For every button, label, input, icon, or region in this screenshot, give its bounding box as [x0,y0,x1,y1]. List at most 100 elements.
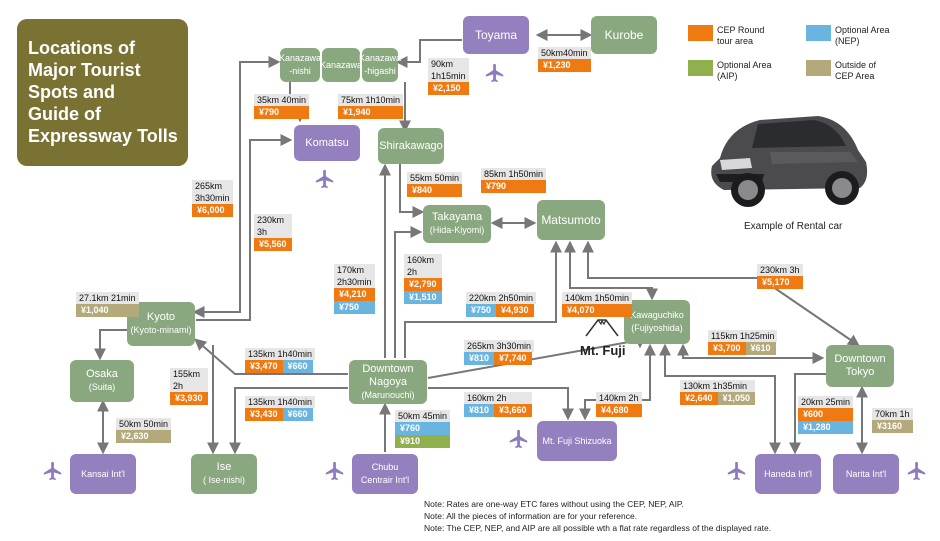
toll-fare-nep: ¥1,280 [798,421,854,434]
toll-fare-cep: ¥4,210 [334,288,375,301]
toll-distance-time: 50km 45min [395,410,451,422]
toll-fare-cep: ¥5,170 [757,276,803,289]
legend-label: CEP Area [835,71,875,81]
toll-distance-time: 230km 3h [757,264,803,276]
node-label: (Marunouchi) [361,389,415,400]
node-label: Kansai Int'l [81,468,125,479]
legend-label: (AIP) [717,71,738,81]
toll-fare-cep: ¥600 [798,408,854,421]
node-matsumoto[interactable]: Matsumoto [537,200,605,240]
node-label: Kawaguchiko [630,310,684,320]
toll-fare-nep: ¥660 [282,360,313,373]
toll-kawaguchiko-fuji-shizuoka: 140km 2h¥4,680 [596,392,642,417]
toll-fare-cep: ¥840 [407,184,463,197]
toll-header-line: 230km [257,215,285,225]
toll-fare-cep: ¥3,700 [708,342,746,355]
toll-fare-cep: ¥2,150 [428,82,469,95]
toll-nagoya-fuji-shizuoka: 160km 2h¥810¥3,660 [464,392,532,417]
toll-header-line: 115km 1h25min [711,331,775,341]
toll-fare-nep: ¥660 [282,408,313,421]
airplane-icon [43,461,62,481]
node-label: Centrair Int'l [360,475,410,485]
toll-header-line: 170km [337,265,365,275]
node-toyama[interactable]: Toyama [463,16,529,54]
node-takayama[interactable]: Takayama(Hida-Kiyomi) [423,205,491,243]
toll-kurobe-toyama: 50km40min¥1,230 [538,47,591,72]
toll-header-line: 2h [173,381,184,391]
node-osaka[interactable]: Osaka(Suita) [70,360,134,402]
route-nagoya-matsumoto [404,240,562,358]
node-label: Downtown [834,353,886,365]
toll-fare-cep: ¥3,470 [245,360,283,373]
node-kawaguchiko[interactable]: Kawaguchiko(Fujiyoshida) [624,300,690,344]
node-label: Toyama [474,27,518,42]
legend-nep: Optional Area(NEP) [806,25,890,47]
node-kanazawa-nishi[interactable]: Kanazawa-nishi [279,48,321,82]
toll-fare-nep: ¥750 [334,301,375,314]
route-matsumoto-kawaguchiko [564,240,658,301]
toll-distance-time: 135km 1h40min [245,396,316,408]
title-line: Spots and [28,82,116,102]
toll-distance-time: 160km 2h [464,392,532,404]
route-nagoya-takayama [394,226,423,358]
node-kanazawa-higashi[interactable]: Kanazawa-higashi [359,48,401,82]
node-kanazawa[interactable]: Kanazawa [320,48,362,82]
node-komatsu[interactable]: Komatsu [294,125,360,161]
toll-tokyo-narita: 70km 1h¥3160 [872,408,913,433]
node-mt-fuji-shizuoka[interactable]: Mt. Fuji Shizuoka [537,421,617,461]
map-title: Locations of Major Tourist Spots and Gui… [17,19,188,166]
route-nagoya-ise [229,387,348,455]
toll-nagoya-chubu: 50km 45min¥760¥910 [395,410,451,448]
toll-header-line: 50km 45min [398,411,448,421]
node-shirakawago[interactable]: Shirakawago [378,128,444,164]
airplane-icon [315,169,334,189]
toll-distance-time: 135km 1h40min [245,348,316,360]
toll-fare-cep: ¥2,640 [680,392,718,405]
node-haneda-intl[interactable]: Haneda Int'l [755,454,821,494]
toll-fare-cep: ¥6,000 [192,204,233,217]
toll-distance-time: 220km 2h50min [466,292,537,304]
legend-swatch [806,25,831,41]
toll-header-line: 2h [407,267,418,277]
toll-nagoya-ise: 135km 1h40min¥3,430¥660 [245,396,316,421]
toll-fare-cep: ¥2,790 [404,278,442,291]
toll-header-line: 50km 50min [119,419,169,429]
toll-distance-time: 140km 1h50min [562,292,633,304]
title-line: Major Tourist [28,60,141,80]
toll-distance-time: 55km 50min [407,172,463,184]
legend-aip: Optional Area(AIP) [688,60,772,82]
node-label: Matsumoto [541,212,601,227]
route-kyoto-osaka [94,329,128,361]
node-ise[interactable]: Ise( Ise-nishi) [191,454,257,494]
toll-nagoya-matsumoto: 220km 2h50min¥750¥4,930 [466,292,537,317]
node-kurobe[interactable]: Kurobe [591,16,657,54]
node-label: Nagoya [369,375,407,388]
car-caption: Example of Rental car [744,221,843,232]
note-line: Note: Rates are one-way ETC fares withou… [424,499,684,509]
node-label: -higashi [364,66,396,76]
toll-osaka-kansai: 50km 50min¥2,630 [116,418,172,443]
legend-swatch [806,60,831,76]
title-line: Guide of [28,104,101,124]
toll-takayama-matsumoto: 85km 1h50min¥790 [481,168,547,193]
node-label: Kurobe [604,27,644,42]
toll-fare-out: ¥1,050 [717,392,756,405]
toll-fare-cep: ¥1,940 [338,106,404,119]
node-narita-intl[interactable]: Narita Int'l [833,454,899,494]
node-label: Tokyo [845,366,875,378]
node-kansai-intl[interactable]: Kansai Int'l [70,454,136,494]
toll-fare-cep: ¥4,680 [596,404,642,417]
toll-fare-nep: ¥750 [466,304,497,317]
route-matsumoto-tokyo [582,240,860,347]
